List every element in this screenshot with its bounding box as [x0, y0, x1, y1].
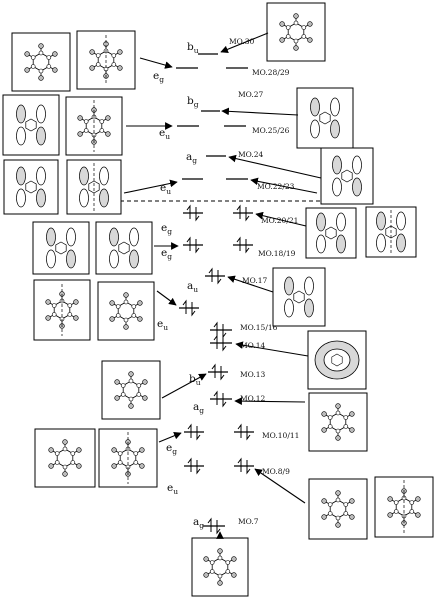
arrow	[228, 154, 322, 179]
orbital-box	[2, 94, 60, 156]
arrow	[235, 341, 309, 357]
energy-levels	[176, 53, 254, 527]
mo-label: MO.28/29	[252, 68, 290, 77]
electron-pair	[236, 204, 250, 222]
orbital-box	[76, 30, 136, 90]
mo-label: MO.18/19	[258, 249, 296, 258]
orbital-box	[191, 537, 249, 597]
mo-label: MO.15/16	[240, 323, 278, 332]
orbital-box	[32, 221, 90, 275]
mo-label: MO.22/23	[257, 182, 295, 191]
arrow	[234, 397, 306, 405]
mo-label: MO.27	[238, 90, 264, 99]
mo-label: MO.12	[240, 394, 266, 403]
orbital-box	[320, 147, 374, 205]
mo-label: MO.25/26	[252, 126, 290, 135]
mo-label: MO.10/11	[262, 431, 299, 440]
arrow	[227, 275, 274, 293]
mo-labels: MO.30 MO.28/29 MO.27 MO.25/26 MO.24 MO.2…	[229, 37, 299, 526]
electron-pair	[213, 334, 227, 352]
mo-label: MO.13	[240, 370, 266, 379]
electron-pairs	[182, 204, 251, 535]
orbital-box	[307, 330, 367, 390]
arrow	[221, 107, 299, 116]
arrow	[161, 373, 207, 399]
orbital-box	[308, 478, 368, 540]
electron-pair	[237, 423, 251, 441]
orbital-box	[34, 428, 96, 488]
symmetry-label: bu	[187, 41, 199, 55]
symmetry-label: eu	[157, 318, 168, 332]
orbital-box	[296, 87, 354, 149]
arrow	[220, 32, 269, 53]
electron-pair	[208, 267, 222, 285]
symmetry-label: ag	[193, 401, 204, 415]
orbital-box	[3, 159, 59, 215]
electron-pair	[186, 204, 200, 222]
electron-pair	[186, 236, 200, 254]
arrow	[139, 57, 173, 69]
orbital-box	[95, 221, 153, 275]
orbital-box	[97, 281, 155, 341]
symmetry-label: eu	[159, 127, 170, 141]
mo-label: MO.20/21	[261, 216, 298, 225]
orbital-box	[305, 207, 357, 259]
orbital-box	[266, 2, 326, 62]
arrow	[123, 179, 178, 194]
mo-label: MO.8/9	[262, 467, 290, 476]
arrow	[156, 290, 177, 306]
electron-pair	[187, 457, 201, 475]
symmetry-label: eu	[160, 182, 171, 196]
orbital-box	[272, 267, 326, 327]
symmetry-label: au	[187, 280, 198, 294]
symmetry-label: eg	[153, 70, 164, 84]
symmetry-label: ag	[193, 516, 204, 530]
orbital-box	[374, 476, 434, 538]
mo-label: MO.14	[240, 341, 266, 350]
mo-label: MO.7	[238, 517, 259, 526]
orbital-box	[308, 392, 368, 452]
symmetry-labels: bu eg bg eu ag eu eg eg au eu bu ag eg e…	[153, 41, 204, 530]
electron-pair	[182, 299, 196, 317]
mo-label: MO.17	[242, 276, 268, 285]
symmetry-label: eg	[166, 442, 177, 456]
connector-arrows	[123, 32, 322, 539]
arrow	[255, 211, 307, 227]
orbital-box	[365, 206, 417, 258]
arrow	[250, 177, 318, 194]
symmetry-label: ag	[186, 151, 197, 165]
orbital-box	[11, 32, 71, 92]
orbital-box	[66, 159, 122, 215]
mo-label: MO.24	[238, 150, 264, 159]
electron-pair	[237, 457, 251, 475]
symmetry-label: eg	[161, 247, 172, 261]
electron-pair	[236, 236, 250, 254]
arrow	[254, 468, 306, 504]
orbital-box	[98, 428, 158, 488]
electron-pair	[213, 390, 227, 408]
orbital-boxes	[2, 2, 434, 597]
orbital-box	[101, 360, 161, 420]
symmetry-label: eg	[161, 222, 172, 236]
symmetry-label: bg	[187, 95, 199, 109]
arrow	[158, 432, 182, 443]
orbital-box	[33, 279, 91, 341]
symmetry-label: eu	[167, 482, 178, 496]
electron-pair	[187, 423, 201, 441]
orbital-box	[65, 96, 123, 156]
mo-label: MO.30	[229, 37, 255, 46]
symmetry-label: bu	[189, 373, 201, 387]
electron-pair	[211, 363, 225, 381]
